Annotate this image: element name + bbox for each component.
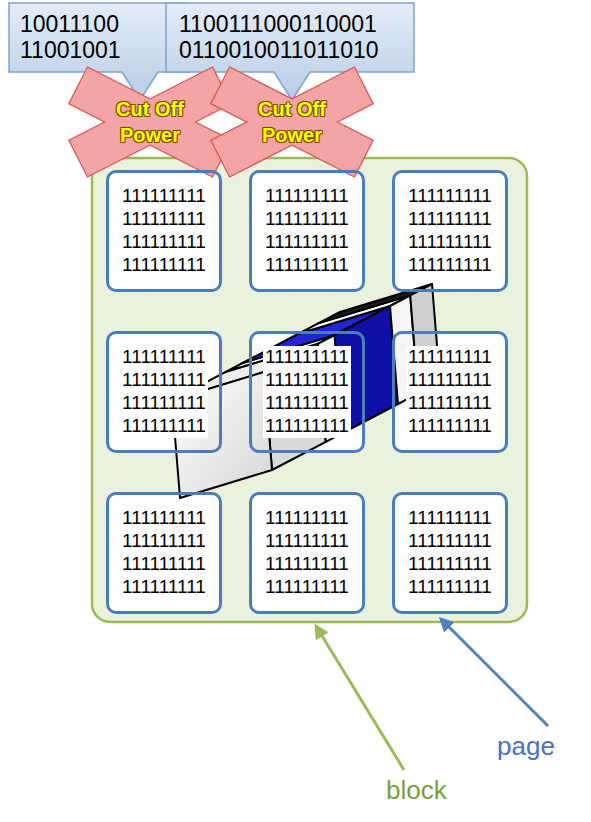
cross-fill [70,68,231,176]
page-box: 111111111 111111111 111111111 111111111 [249,492,365,614]
page-bits: 111111111 111111111 111111111 111111111 [120,185,208,276]
page-bits: 111111111 111111111 111111111 111111111 [263,185,351,276]
page-box: 111111111 111111111 111111111 111111111 [392,170,508,292]
warning-text: Cut Off Power [242,96,342,148]
page-box: 111111111 111111111 111111111 111111111 [392,331,508,453]
page-leader [441,619,548,726]
page-fill [249,331,365,453]
page-bits: 111111111 111111111 111111111 111111111 [406,507,494,598]
cross-bar [70,68,231,176]
shape-outline [67,66,233,178]
cross-fill [212,68,373,176]
block-label: block [386,776,447,806]
page-fill [249,170,365,292]
warning-text: Cut Off Power [100,96,200,148]
page-bits: 111111111 111111111 111111111 111111111 [406,346,494,437]
page-box: 111111111 111111111 111111111 111111111 [106,170,222,292]
page-fill [106,170,222,292]
page-label: page [497,732,555,762]
cut-off-cross: Cut Off Power [209,66,375,178]
page-box: 111111111 111111111 111111111 111111111 [392,492,508,614]
cut-off-cross: Cut Off Power [67,66,233,178]
cross-bar [212,68,373,176]
block-leader [316,626,404,770]
cross-bar [70,68,231,176]
page-box: 111111111 111111111 111111111 111111111 [106,492,222,614]
page-bits: 111111111 111111111 111111111 111111111 [263,507,351,598]
page-bits: 111111111 111111111 111111111 111111111 [120,507,208,598]
page-fill [106,492,222,614]
page-fill [249,492,365,614]
block-outline [92,158,527,622]
page-bits: 111111111 111111111 111111111 111111111 [263,346,351,437]
page-fill [392,331,508,453]
bit-string: 1100111000110001 0110010011011010 [179,11,379,64]
bit-string: 10011100 11001001 [20,11,121,64]
cross-bar [212,68,373,176]
page-box: 111111111 111111111 111111111 111111111 [106,331,222,453]
page-bits: 111111111 111111111 111111111 111111111 [120,346,208,437]
page-fill [106,331,222,453]
cross-fill [212,68,373,176]
page-bits: 111111111 111111111 111111111 111111111 [406,185,494,276]
page-box: 111111111 111111111 111111111 111111111 [249,170,365,292]
cross-fill [70,68,231,176]
eraser [172,284,440,498]
page-fills [106,170,508,614]
page-fill [392,492,508,614]
page-box: 111111111 111111111 111111111 111111111 [249,331,365,453]
shape-outline [209,66,375,178]
page-fill [392,170,508,292]
